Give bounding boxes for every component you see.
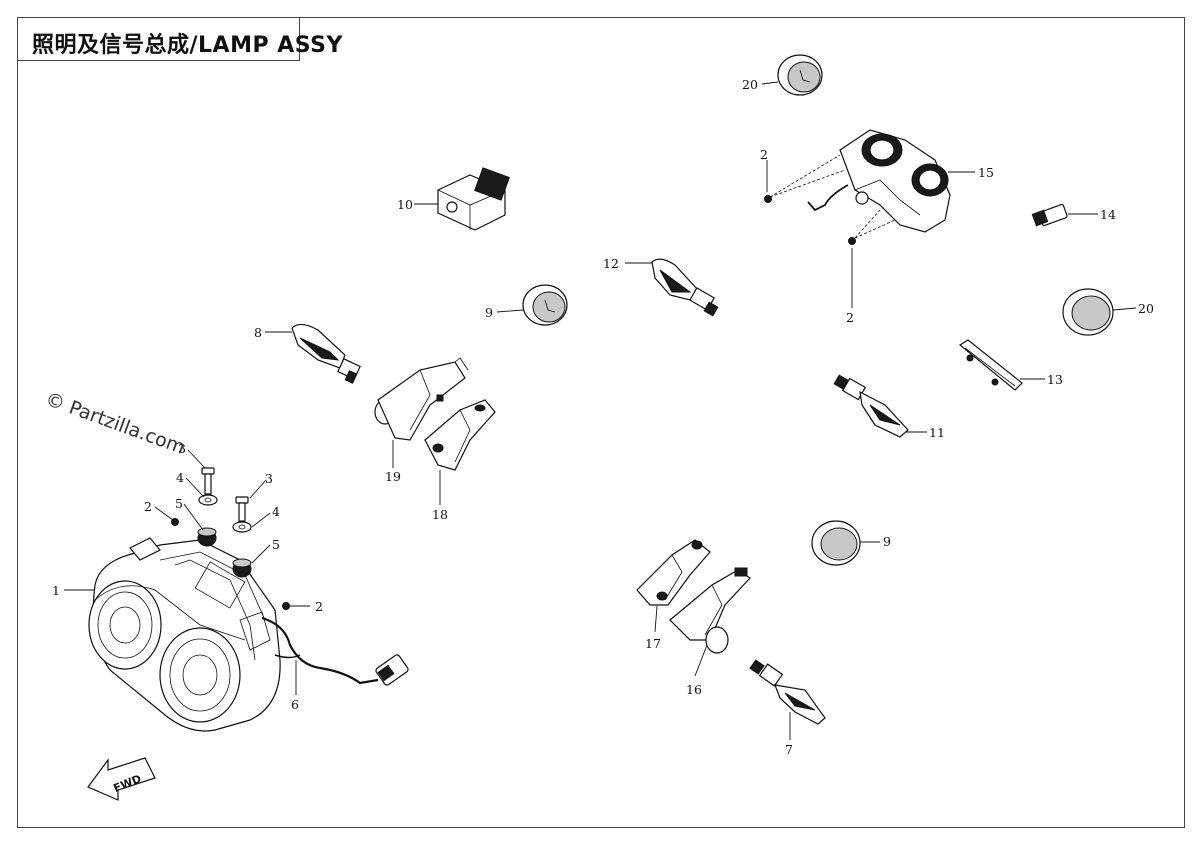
callout-9-upper: 9: [485, 305, 493, 320]
callout-4-left: 4: [176, 470, 184, 485]
part-6-wire-harness[interactable]: [261, 616, 409, 686]
part-4-washer-left[interactable]: [198, 494, 218, 506]
part-2-screw-tail-lower[interactable]: [848, 237, 856, 245]
callout-14: 14: [1100, 207, 1116, 222]
part-20-lens-right[interactable]: [1062, 288, 1114, 336]
callout-5-right: 5: [272, 537, 280, 552]
part-10-control-box[interactable]: [437, 167, 510, 231]
callout-19: 19: [385, 469, 401, 484]
diagram-title: 照明及信号总成/LAMP ASSY: [32, 33, 343, 58]
callout-16: 16: [686, 682, 702, 697]
part-11-turn-signal[interactable]: [833, 374, 909, 438]
callout-5-left: 5: [175, 496, 183, 511]
part-19-bracket[interactable]: [374, 357, 469, 441]
part-5-grommet-right[interactable]: [232, 558, 252, 578]
callout-18: 18: [432, 507, 448, 522]
part-15-tail-light[interactable]: [807, 129, 951, 233]
callout-4-right: 4: [272, 504, 280, 519]
callout-9-lower: 9: [883, 534, 891, 549]
part-2-screw-tail-upper[interactable]: [764, 195, 772, 203]
part-8-turn-signal[interactable]: [291, 323, 361, 384]
callout-20-right: 20: [1138, 301, 1154, 316]
callout-6: 6: [291, 697, 299, 712]
part-3-bolt-left[interactable]: [201, 467, 215, 495]
part-16-bracket[interactable]: [669, 567, 751, 654]
diagram-frame: [17, 17, 1185, 828]
callout-1: 1: [52, 583, 60, 598]
part-9-lens-lower[interactable]: [811, 520, 861, 566]
callout-11: 11: [929, 425, 945, 440]
part-4-washer-right[interactable]: [232, 521, 252, 533]
part-1-headlight[interactable]: [88, 537, 281, 732]
callout-8: 8: [254, 325, 262, 340]
part-3-bolt-right[interactable]: [235, 496, 249, 522]
callout-7: 7: [785, 742, 793, 757]
part-9-lens-upper[interactable]: [522, 284, 568, 326]
callout-3-right: 3: [265, 471, 273, 486]
callout-17: 17: [645, 636, 661, 651]
part-2-screw-headlight-top[interactable]: [171, 518, 179, 526]
callout-numbers: 1 2 2 2 2 3 3 4 4 5 5 6 7 8 9 9 10 11 12…: [52, 77, 1154, 757]
callout-12: 12: [603, 256, 619, 271]
callout-3-left: 3: [178, 441, 186, 456]
callout-2-headlight-top: 2: [144, 499, 152, 514]
part-20-lens-upper[interactable]: [777, 54, 823, 96]
part-14-connector[interactable]: [1031, 203, 1068, 227]
title-box: 照明及信号总成/LAMP ASSY: [17, 17, 342, 61]
callout-13: 13: [1047, 372, 1063, 387]
part-18-bracket[interactable]: [424, 399, 496, 471]
callout-2-tail-upper: 2: [760, 147, 768, 162]
fwd-arrow-icon: FWD: [87, 757, 156, 801]
callout-15: 15: [978, 165, 994, 180]
leader-lines: [64, 81, 1137, 740]
part-12-turn-signal[interactable]: [651, 258, 719, 317]
part-7-turn-signal[interactable]: [749, 659, 826, 725]
part-13-plate-light[interactable]: [958, 339, 1023, 391]
part-5-grommet-left[interactable]: [197, 527, 217, 547]
part-17-bracket[interactable]: [636, 539, 711, 606]
part-2-screw-headlight-side[interactable]: [282, 602, 290, 610]
callout-20-upper: 20: [742, 77, 758, 92]
callout-2-headlight-side: 2: [315, 599, 323, 614]
callout-10: 10: [397, 197, 413, 212]
callout-2-tail-lower: 2: [846, 310, 854, 325]
